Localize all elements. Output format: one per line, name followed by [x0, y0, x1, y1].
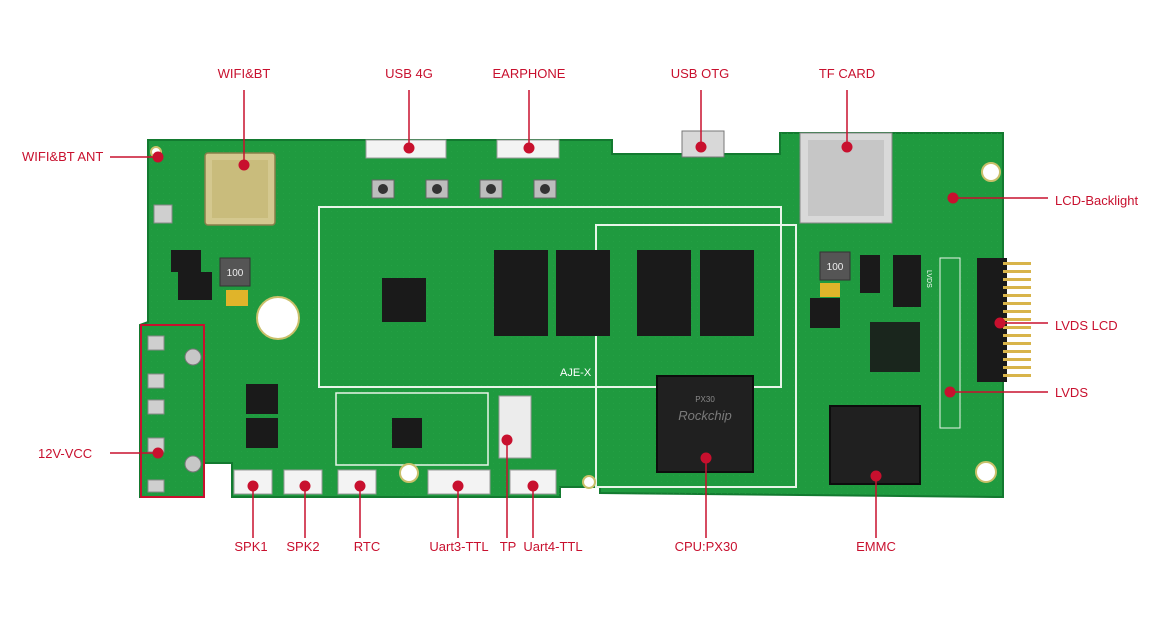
wifi-bt-module [204, 152, 276, 226]
rtc-chip [392, 418, 422, 448]
lvds-lcd-pins [1003, 262, 1031, 377]
header-pin [1003, 334, 1031, 337]
header-pin [1003, 326, 1031, 329]
dot-lvds [944, 386, 956, 398]
callout-leaders [110, 90, 1048, 538]
dot-uart4 [527, 480, 539, 492]
label-emmc: EMMC [856, 539, 896, 554]
header-pin [1003, 302, 1031, 305]
antenna-pad [153, 204, 173, 224]
label-earphone: EARPHONE [493, 66, 566, 81]
label-wifi-bt-ant: WIFI&BT ANT [22, 149, 103, 164]
vcc-12v-highlight [140, 324, 205, 498]
dot-spk1 [247, 480, 259, 492]
dot-earphone [523, 142, 535, 154]
label-12v-vcc: 12V-VCC [38, 446, 92, 461]
label-tp: TP [500, 539, 517, 554]
dot-wifi-bt [238, 159, 250, 171]
dot-tp [501, 434, 513, 446]
dot-12v-vcc [152, 447, 164, 459]
label-cpu: CPU:PX30 [675, 539, 738, 554]
header-pin [1003, 310, 1031, 313]
cap-tantalum-a [226, 290, 248, 306]
label-lvds: LVDS [1055, 385, 1088, 400]
label-spk1: SPK1 [234, 539, 267, 554]
inductor-a-label: 100 [227, 268, 244, 279]
label-uart4-ttl: Uart4-TTL [523, 539, 582, 554]
header-pin [1003, 286, 1031, 289]
dot-usb-otg [695, 141, 707, 153]
mosfet-2 [246, 418, 278, 448]
board-logo: AJE-X [560, 367, 592, 379]
dot-rtc [354, 480, 366, 492]
inductor-a [219, 257, 251, 287]
dot-tf-card [841, 141, 853, 153]
dot-usb-4g [403, 142, 415, 154]
lvds-chip [860, 255, 880, 293]
label-usb-otg: USB OTG [671, 66, 730, 81]
inductor-b-label: 100 [827, 262, 844, 273]
header-pin [1003, 366, 1031, 369]
mosfet-1 [246, 384, 278, 414]
label-wifi-bt: WIFI&BT [218, 66, 271, 81]
cap-tantalum-b [820, 283, 840, 297]
dot-lcd-backlight [947, 192, 959, 204]
label-lcd-backlight: LCD-Backlight [1055, 193, 1138, 208]
pmic-chip [382, 278, 426, 322]
header-pin [1003, 350, 1031, 353]
header-pin [1003, 278, 1031, 281]
tactile-buttons [371, 179, 557, 199]
header-pin [1003, 358, 1031, 361]
label-usb-4g: USB 4G [385, 66, 433, 81]
dot-cpu [700, 452, 712, 464]
label-tf-card: TF CARD [819, 66, 875, 81]
lvds-pads [939, 257, 961, 429]
header-pin [1003, 270, 1031, 273]
dot-emmc [870, 470, 882, 482]
regulator-chip [171, 250, 201, 272]
dot-wifi-bt-ant [152, 151, 164, 163]
dot-lvds-lcd [994, 317, 1006, 329]
inductor-b [819, 251, 851, 281]
vcc-12v-pads [147, 335, 202, 493]
header-pin [1003, 374, 1031, 377]
label-rtc: RTC [354, 539, 380, 554]
backlight-chip [810, 298, 840, 328]
regulator-chip-2 [178, 272, 212, 300]
dot-uart3 [452, 480, 464, 492]
bga-chip [870, 322, 920, 372]
small-header [893, 255, 921, 307]
header-pin [1003, 262, 1031, 265]
dot-spk2 [299, 480, 311, 492]
label-spk2: SPK2 [286, 539, 319, 554]
header-pin [1003, 318, 1031, 321]
header-pin [1003, 294, 1031, 297]
cpu-part-text: PX30 [695, 395, 715, 404]
ram-chips [494, 250, 754, 336]
label-lvds-lcd: LVDS LCD [1055, 318, 1118, 333]
label-uart3-ttl: Uart3-TTL [429, 539, 488, 554]
header-pin [1003, 342, 1031, 345]
cpu-brand-text: Rockchip [678, 408, 731, 423]
lvds-silk: LVDS [925, 270, 932, 288]
